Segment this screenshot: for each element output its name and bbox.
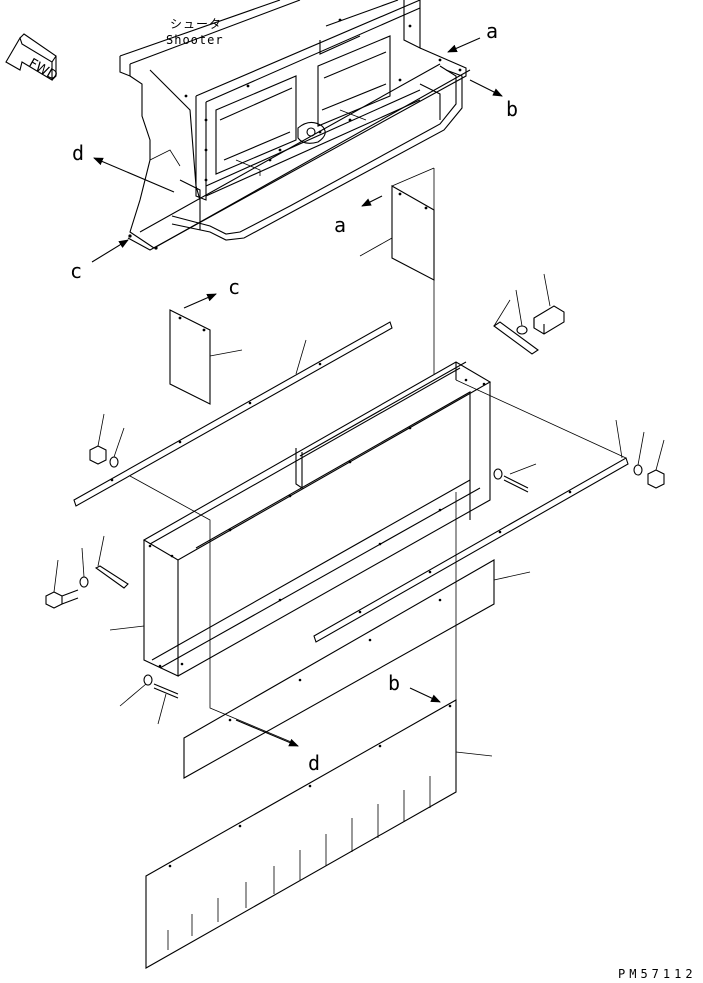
ref-arrow-d-bottom: [235, 719, 299, 747]
ref-label-d-bottom: d: [308, 751, 320, 775]
rod-lower-left: [119, 674, 179, 725]
fwd-label: FWD: [26, 56, 60, 84]
plate-a: [359, 185, 435, 281]
bolt-top-right: [515, 273, 565, 335]
ref-arrow-a-top: [447, 37, 481, 53]
ref-label-a-top: a: [486, 19, 498, 43]
ref-label-a-plate: a: [334, 213, 346, 237]
ref-arrow-c-top: [91, 239, 129, 263]
ref-label-d-top: d: [72, 141, 84, 165]
lower-plate: [183, 559, 531, 779]
nut-upper-left: [89, 413, 125, 468]
plate-c: [169, 309, 243, 405]
shooter-frame: [119, 0, 471, 251]
lower-right-strip: [313, 379, 629, 643]
ref-label-c-top: c: [70, 259, 82, 283]
bolt-lower-left: [45, 535, 129, 609]
right-bracket: [493, 299, 539, 355]
ref-label-b-top: b: [506, 97, 518, 121]
ref-label-c-plate: c: [228, 275, 240, 299]
fwd-arrow-icon: FWD: [5, 33, 60, 84]
rod-right: [493, 463, 537, 493]
ref-arrow-b-cover: [409, 687, 441, 703]
ref-arrow-b-top: [469, 79, 503, 97]
bottom-cover: [145, 699, 493, 969]
drawing-code: PM57112: [618, 967, 697, 981]
ref-arrow-a-plate: [361, 195, 383, 207]
ref-arrow-c-plate: [183, 293, 217, 309]
ref-label-b-cover: b: [388, 671, 400, 695]
nut-right: [633, 431, 665, 489]
upper-strip: [73, 321, 393, 507]
shooter-caption-jp: シュータ: [170, 17, 222, 31]
shooter-box: [109, 361, 492, 677]
ref-arrow-d-top: [93, 157, 175, 193]
